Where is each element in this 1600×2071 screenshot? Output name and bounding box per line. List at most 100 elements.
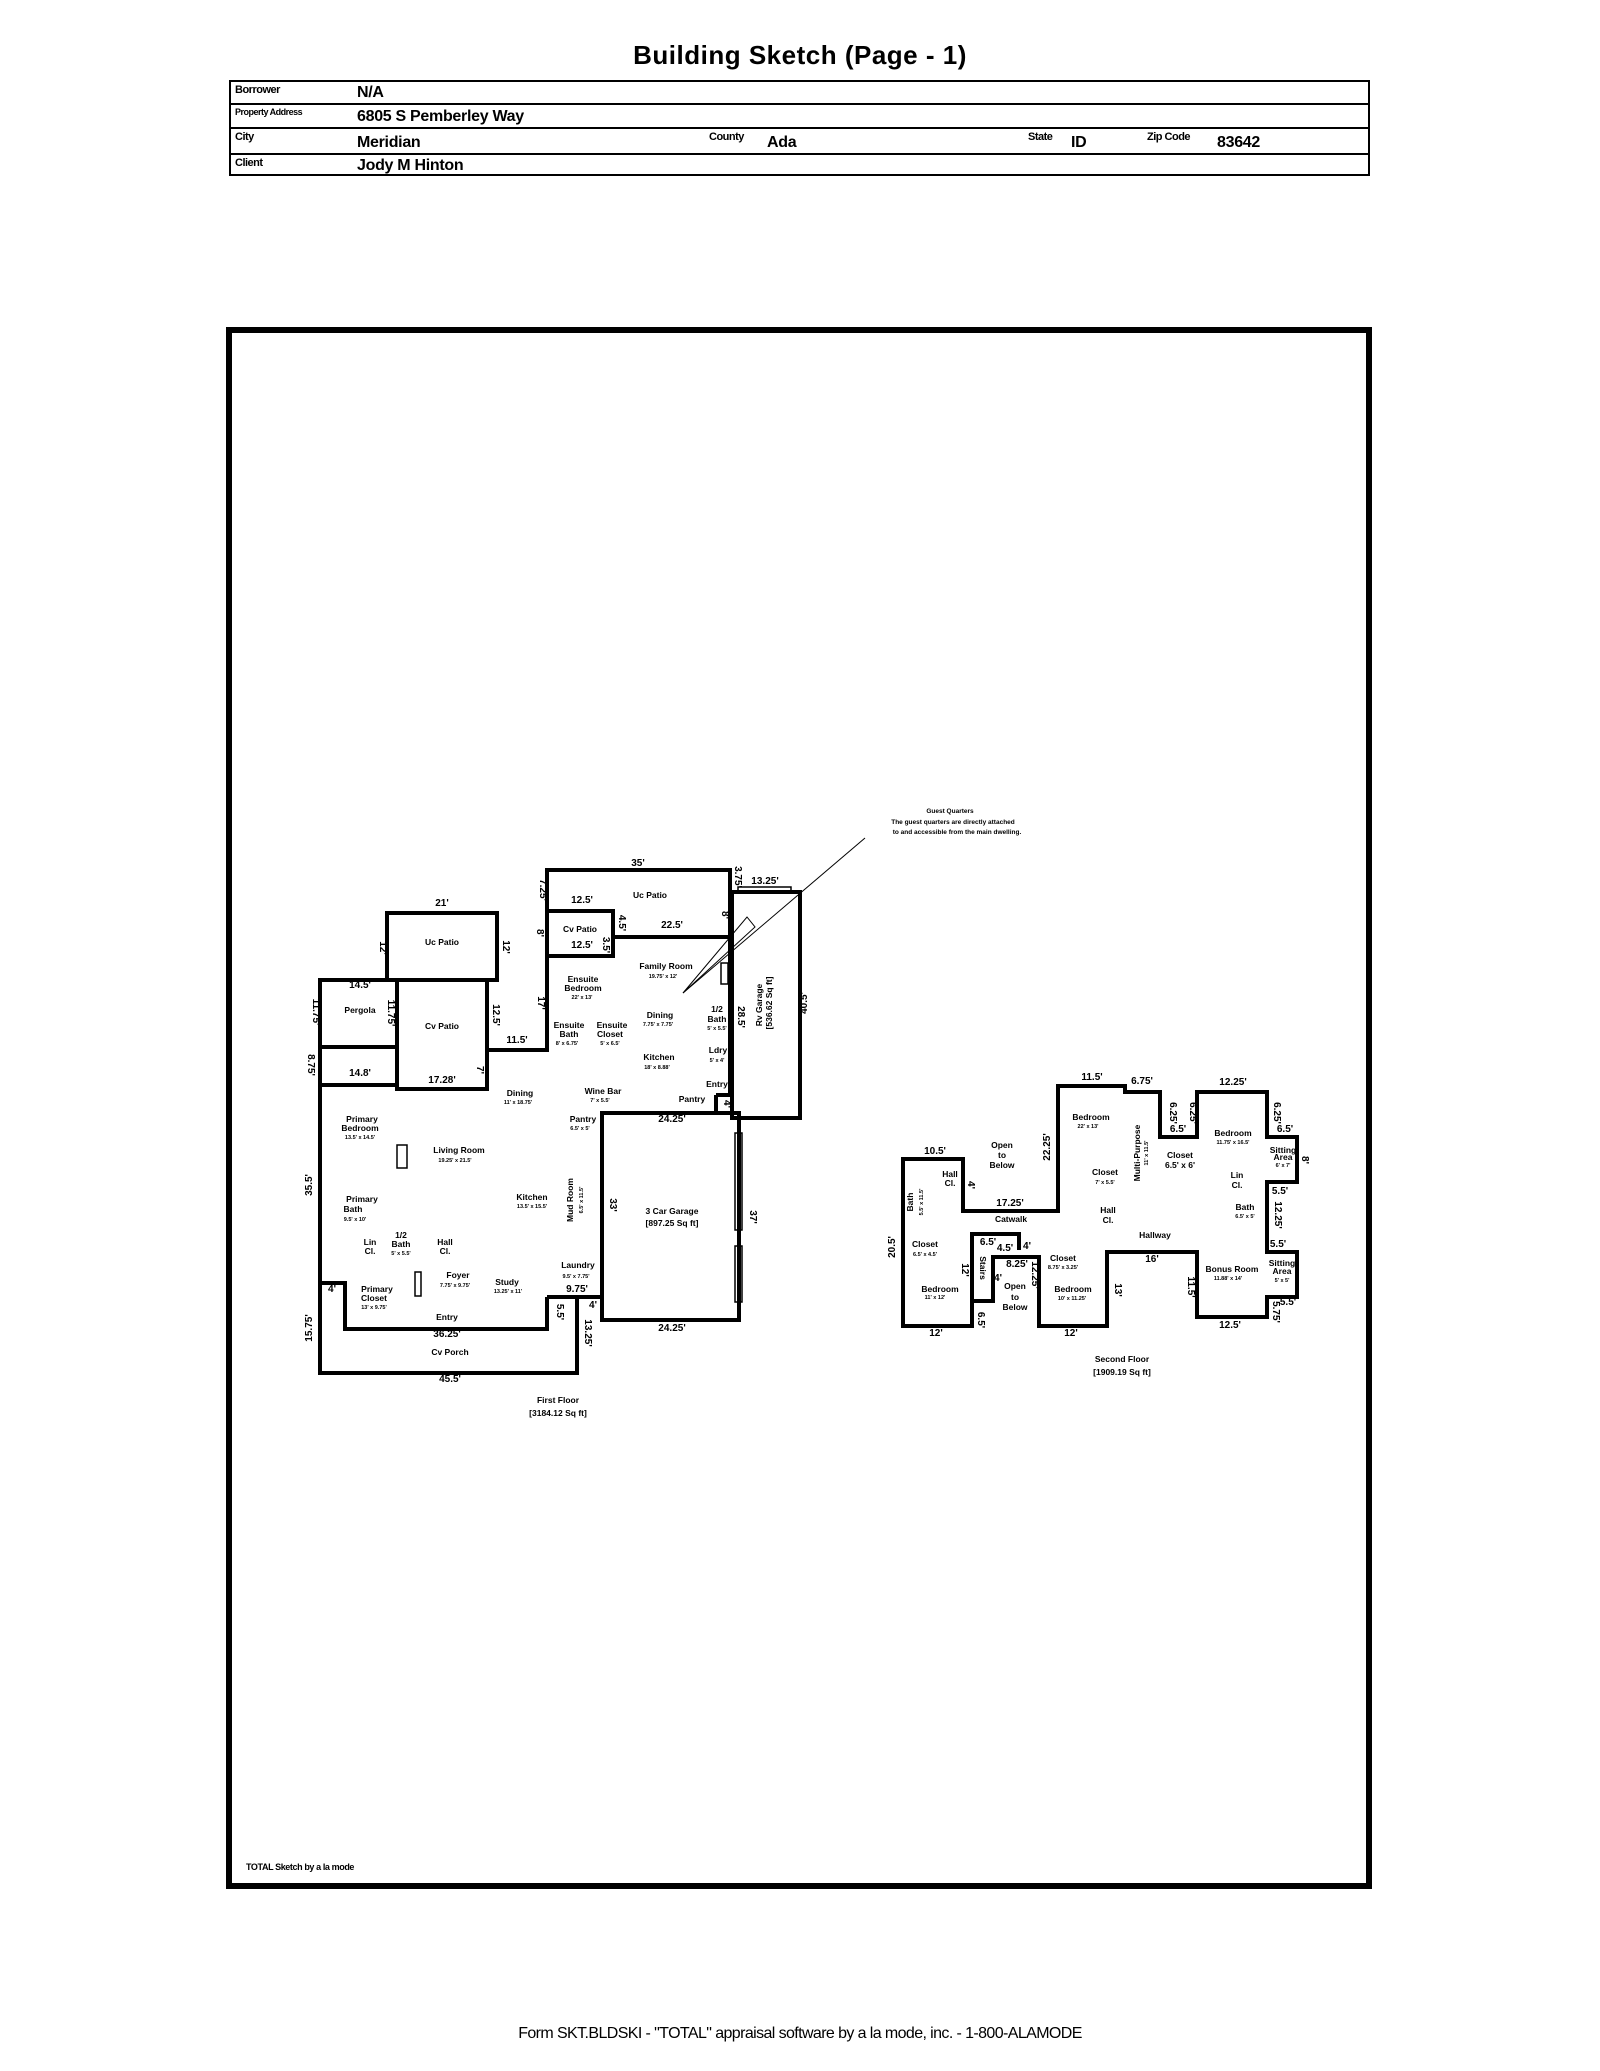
cv-patio-wall [395,978,489,1091]
first-floor-dimension-label: 11.75' [310,999,321,1026]
client-value: Jody M Hinton [357,157,464,174]
first-floor-dimension-label: 24.25' [658,1323,685,1334]
first-floor-room-label: 1/2 [711,1004,723,1014]
second-floor-room-label: Hallway [1139,1230,1171,1240]
fireplace [396,1144,408,1169]
first-floor-dimension-label: 11.75' [385,1000,396,1027]
first-floor-dimension-label: 35' [631,858,645,869]
first-floor-room-label: First Floor [537,1395,580,1405]
first-floor-room-label: 5' x 5.5' [391,1251,411,1257]
second-floor-dimension-label: 17.25' [996,1198,1023,1209]
first-floor-room-label: 19.25' x 21.5' [438,1158,472,1164]
first-floor-room-label: 13.5' x 14.5' [345,1135,376,1141]
first-floor-room-label: 7.75' x 7.75' [643,1022,674,1028]
first-floor-room-label: 3 Car Garage [646,1206,699,1216]
first-floor-room-label: Laundry [561,1260,595,1270]
first-floor-room-label: Dining [507,1088,533,1098]
second-floor-dimension-label: 6.5' [1170,1124,1186,1135]
city-label: City [235,131,254,143]
first-floor-room-label: Bath [392,1239,411,1249]
first-floor-room-label: 7' x 5.5' [590,1098,610,1104]
guest-quarters-note: The guest quarters are directly attached [891,819,1015,826]
second-floor-room-label: to [1011,1292,1019,1302]
first-floor-room-label: Bedroom [341,1123,379,1133]
client-row: Client Jody M Hinton [231,155,1368,176]
first-floor-room-label: Ldry [709,1045,728,1055]
first-floor-room-label: Kitchen [516,1192,547,1202]
first-floor-room-label: Entry [436,1312,458,1322]
second-floor-room-label: Bath [905,1193,915,1212]
first-floor-room-label: Cv Patio [563,924,597,934]
second-floor-room-label: Bedroom [1054,1284,1092,1294]
second-floor-room-label: Hall [1100,1205,1116,1215]
second-floor-dimension-label: 4' [994,1273,1002,1284]
first-floor-room-label: Ensuite [554,1020,585,1030]
borrower-label: Borrower [235,84,280,96]
first-floor-room-label: Bath [708,1014,727,1024]
second-floor-room-label: Closet [1167,1150,1193,1160]
sketch-frame [226,327,1372,1889]
first-floor-room-label: [897.25 Sq ft] [646,1218,699,1228]
second-floor-room-label: Below [1002,1302,1027,1312]
first-floor-dimension-label: 40.5' [799,992,810,1014]
county-value: Ada [767,134,797,151]
first-floor-dimension-label: 12.5' [490,1004,501,1026]
first-floor-room-label: 11' x 18.75' [504,1100,533,1106]
main-exterior-wall [318,980,602,1375]
first-floor-dimension-label: 13.25' [751,876,778,887]
first-floor-dimension-label: 14.8' [349,1068,371,1079]
address-value: 6805 S Pemberley Way [357,108,524,125]
first-floor-dimension-label: 8' [534,929,545,937]
first-floor-room-label: 13.25' x 11' [494,1289,523,1295]
second-floor-room-label: 11.75' x 16.5' [1217,1140,1251,1146]
first-floor-room-label: Hall [437,1237,453,1247]
second-floor-room-label: to [998,1150,1006,1160]
leader-line [682,837,866,994]
first-floor-room-label: Wine Bar [585,1086,622,1096]
second-floor-dimension-label: 13' [1112,1283,1123,1297]
first-floor-dimension-label: 15.75' [304,1314,315,1341]
first-floor-room-label: Kitchen [643,1052,674,1062]
second-floor-room-label: 11.88' x 14' [1214,1276,1243,1282]
first-floor-dimension-label: 35.5' [304,1174,315,1196]
first-floor-room-label: 13.5' x 15.5' [517,1204,548,1210]
second-floor-dimension-label: 11.5' [1081,1072,1102,1083]
client-label: Client [235,157,263,169]
second-floor-dimension-label: 12.25' [1029,1261,1040,1288]
second-floor-room-label: Bonus Room [1206,1264,1259,1274]
second-floor-dimension-label: 5.75' [1270,1301,1281,1323]
second-floor-room-label: Open [1004,1281,1026,1291]
second-floor-room-label: Closet [1050,1253,1076,1263]
entry-wall [714,1093,732,1113]
second-floor-room-label: Cl. [945,1178,956,1188]
first-floor-dimension-label: 22.5' [661,920,683,931]
form-footer: Form SKT.BLDSKI - "TOTAL" appraisal soft… [518,2025,1082,2042]
second-floor-room-label: Below [989,1160,1014,1170]
first-floor-room-label: Dining [647,1010,673,1020]
first-floor-dimension-label: 9.75' [566,1284,588,1295]
first-floor-room-label: 22' x 13' [572,995,594,1001]
first-floor-dimension-label: 45.5' [439,1374,461,1385]
city-row: City Meridian County Ada State ID Zip Co… [231,129,1368,155]
first-floor-dimension-label: 8.75' [305,1054,316,1076]
first-floor-room-label: 8' x 6.75' [556,1041,579,1047]
borrower-row: Borrower N/A [231,82,1368,105]
second-floor-dimension-label: 12.25' [1272,1201,1283,1228]
second-floor-room-label: 6.5' x 5' [1235,1214,1255,1220]
first-floor-room-label: Uc Patio [633,890,667,900]
first-floor-dimension-label: 14.5' [349,980,371,991]
county-label: County [709,131,744,143]
first-floor-room-label: 6.5' x 5' [570,1126,590,1132]
second-floor-dimension-label: 4' [1023,1241,1031,1252]
first-floor-dimension-label: 21' [435,898,449,909]
second-floor-dimension-label: 6.25' [1187,1102,1198,1124]
first-floor-room-label: 18' x 8.88' [644,1065,670,1071]
second-floor-room-label: 11' x 12' [925,1295,946,1301]
address-label: Property Address [235,107,303,117]
second-floor-dimension-label: 6.5' [975,1312,986,1328]
second-floor-room-label: Sitting [1270,1145,1296,1155]
second-floor-dimension-label: 16' [1145,1254,1159,1265]
first-floor-dimension-label: 4' [589,1300,597,1311]
first-floor-dimension-label: 3.5' [600,937,611,953]
second-floor-dimension-label: 20.5' [887,1236,898,1258]
